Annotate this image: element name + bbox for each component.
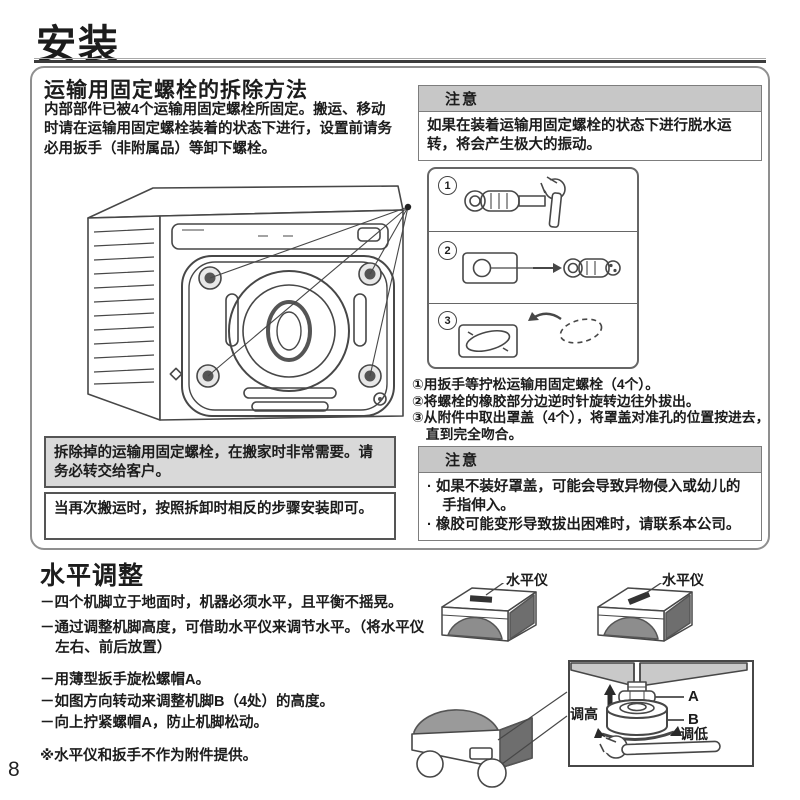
foot-adjust-detail-box: A B 调高 调低 — [568, 660, 754, 767]
section1-intro: 内部部件已被4个运输用固定螺栓所固定。搬运、移动时请在运输用固定螺栓装着的状态下… — [44, 102, 392, 157]
bolt-steps-panel: 1 2 3 — [427, 167, 639, 369]
step-1: ①用扳手等拧松运输用固定螺栓（4个）。 — [412, 377, 660, 392]
raise-label: 调高 — [570, 706, 598, 722]
bullet-1: －四个机脚立于地面时，机器必须水平，且平衡不摇晃。 — [40, 595, 403, 611]
panel-step-3-number: 3 — [438, 311, 457, 330]
washer-rear-illustration — [58, 166, 414, 434]
nut-a-label: A — [688, 688, 699, 705]
washer-level-fb-illustration — [590, 583, 700, 645]
foot-b-label: B — [688, 711, 699, 728]
washer-rear-drawing — [87, 185, 412, 421]
bullet-3: －用薄型扳手旋松螺帽A。 — [40, 672, 210, 689]
level-bullets: －四个机脚立于地面时，机器必须水平，且平衡不摇晃。 －通过调整机脚高度，可借助水… — [40, 594, 432, 766]
step-2: ②将螺栓的橡胶部分边逆时针旋转边往外拔出。 — [412, 393, 700, 409]
panel-step-2-number: 2 — [438, 241, 457, 260]
washer-foot-source-illustration — [400, 688, 570, 788]
level-footnote: ※水平仪和扳手不作为附件提供。 — [40, 747, 258, 764]
caution-2-item-1: · 如果不装好罩盖，可能会导致异物侵入或幼儿的手指伸入。 — [427, 479, 741, 515]
caution-1-text: 如果在装着运输用固定螺栓的状态下进行脱水运转，将会产生极大的振动。 — [427, 118, 732, 154]
level-gauge-label-2: 水平仪 — [662, 572, 704, 588]
caution-2-item-2: · 橡胶可能变形导致拔出困难时，请联系本公司。 — [427, 517, 741, 534]
section1-title: 运输用固定螺栓的拆除方法 — [44, 79, 308, 102]
bolt-steps-text: ①用扳手等拧松运输用固定螺栓（4个）。 ②将螺栓的橡胶部分边逆时针旋转边往外拔出… — [412, 377, 770, 443]
note-keep-bolts: 拆除掉的运输用固定螺栓，在搬家时非常需要。请务必转交给客户。 — [44, 436, 396, 488]
panel-divider-1 — [429, 231, 637, 232]
caution-1-header: 注意 — [419, 86, 761, 112]
lower-label: 调低 — [680, 726, 708, 742]
caution-box-2: 注意 · 如果不装好罩盖，可能会导致异物侵入或幼儿的手指伸入。 · 橡胶可能变形… — [418, 446, 762, 542]
step-3: ③从附件中取出罩盖（4个），将罩盖对准孔的位置按进去，直到完全吻合。 — [412, 410, 770, 442]
bullet-5: －向上拧紧螺帽A，防止机脚松动。 — [40, 715, 268, 732]
bullet-4: －如图方向转动来调整机脚B（4处）的高度。 — [40, 693, 335, 710]
note-reinstall: 当再次搬运时，按照拆卸时相反的步骤安装即可。 — [44, 492, 396, 540]
panel-divider-2 — [429, 303, 637, 304]
title-rule — [34, 58, 766, 63]
page-number: 8 — [8, 758, 20, 781]
section1-frame — [30, 66, 770, 550]
panel-step-1-number: 1 — [438, 176, 457, 195]
section2-title: 水平调整 — [40, 562, 145, 590]
panel-steps-drawing — [458, 175, 621, 358]
caution-2-header: 注意 — [419, 447, 761, 473]
page-title: 安装 — [36, 23, 120, 67]
level-gauge-label-1: 水平仪 — [506, 572, 548, 588]
washer-level-lr-illustration — [434, 583, 544, 645]
bullet-2: －通过调整机脚高度，可借助水平仪来调节水平。（将水平仪左右、前后放置） — [40, 620, 425, 656]
caution-box-1: 注意 如果在装着运输用固定螺栓的状态下进行脱水运转，将会产生极大的振动。 — [418, 85, 762, 162]
